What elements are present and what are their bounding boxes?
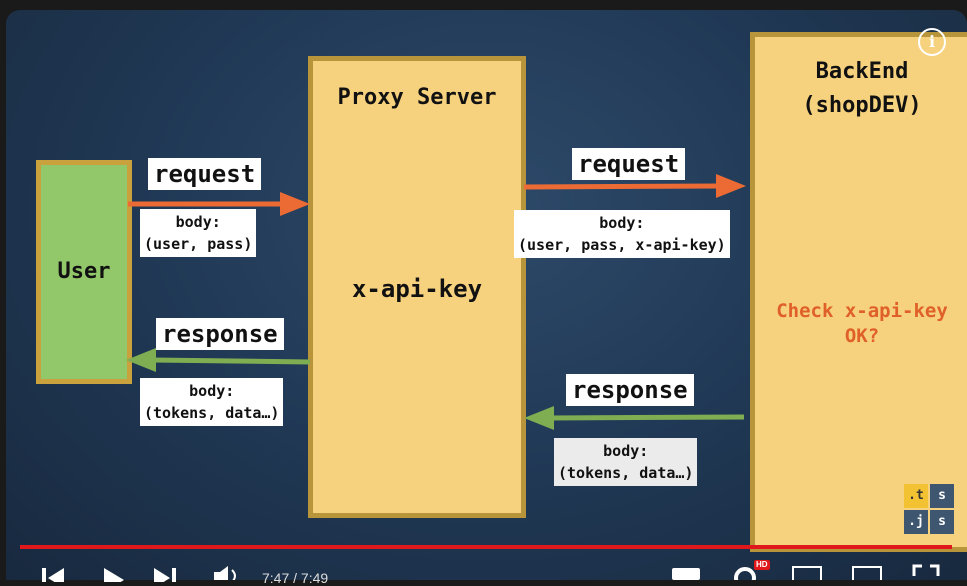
logo-cell: .j <box>904 510 928 534</box>
volume-icon[interactable] <box>214 566 240 580</box>
video-frame: User Proxy Server x-api-key BackEnd (sho… <box>6 10 967 580</box>
player-controls: 7:47 / 7:49 HD <box>0 556 967 586</box>
right-response-label: response <box>566 374 694 406</box>
user-box: User <box>36 160 132 384</box>
user-label: User <box>57 259 111 284</box>
progress-bar[interactable] <box>20 545 952 549</box>
right-request-label: request <box>572 148 686 180</box>
settings-gear-icon[interactable] <box>732 564 758 580</box>
right-request-arrow <box>524 174 746 198</box>
right-request-body: body: (user, pass, x-api-key) <box>514 210 730 258</box>
miniplayer-icon[interactable] <box>792 566 822 580</box>
hd-badge: HD <box>754 560 770 570</box>
proxy-api-key-label: x-api-key <box>351 275 483 303</box>
left-response-arrow <box>126 348 311 372</box>
right-response-arrow <box>524 406 744 430</box>
left-request-label: request <box>148 158 262 190</box>
chapters-icon[interactable] <box>672 568 702 580</box>
left-request-arrow <box>128 192 310 216</box>
logo-cell: s <box>930 510 954 534</box>
left-request-body: body: (user, pass) <box>140 209 257 257</box>
proxy-server-box: Proxy Server x-api-key <box>308 56 526 518</box>
logo-cell: s <box>930 484 954 508</box>
fullscreen-icon[interactable] <box>912 564 940 580</box>
left-response-label: response <box>156 318 284 350</box>
backend-title: BackEnd (shopDEV) <box>802 59 922 118</box>
tsjs-logo: .t s .j s <box>904 484 954 534</box>
logo-cell: .t <box>904 484 928 508</box>
next-icon[interactable] <box>154 568 178 582</box>
right-response-body: body: (tokens, data…) <box>554 438 698 486</box>
info-icon[interactable]: i <box>918 28 946 56</box>
previous-icon[interactable] <box>42 568 66 582</box>
play-icon[interactable] <box>102 568 124 582</box>
backend-box: BackEnd (shopDEV) Check x-api-key OK? <box>750 32 967 552</box>
time-display: 7:47 / 7:49 <box>262 570 329 586</box>
theater-mode-icon[interactable] <box>852 566 882 580</box>
backend-check-text: Check x-api-key OK? <box>776 300 948 347</box>
left-response-body: body: (tokens, data…) <box>140 378 284 426</box>
proxy-server-title: Proxy Server <box>337 85 497 110</box>
